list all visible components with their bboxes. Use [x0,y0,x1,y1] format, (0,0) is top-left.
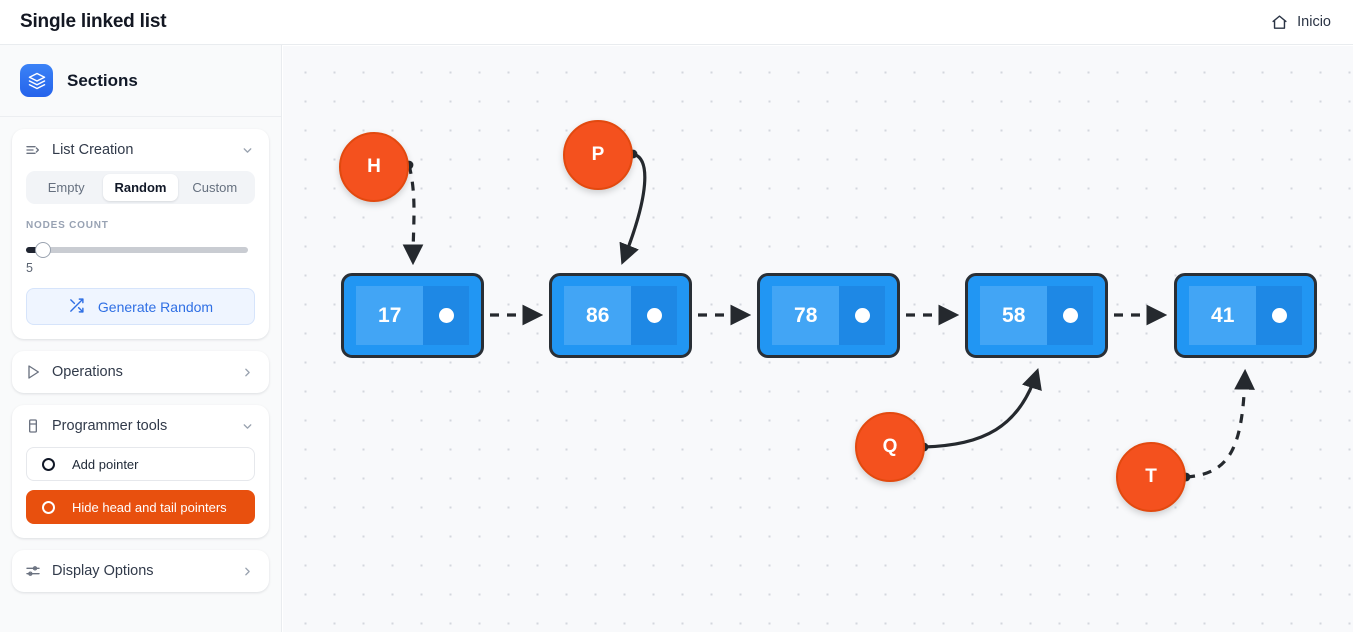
panel-header-programmer-tools[interactable]: Programmer tools [12,405,269,447]
chevron-down-icon[interactable] [241,144,254,157]
home-link[interactable]: Inicio [1271,14,1331,31]
add-pointer-button[interactable]: Add pointer [26,447,255,481]
node-inner: 58 [980,286,1093,345]
slider-thumb[interactable] [35,242,51,258]
page-title: Single linked list [20,11,167,32]
creation-mode-segmented: Empty Random Custom [26,171,255,204]
chevron-right-icon[interactable] [241,366,254,379]
home-link-label: Inicio [1297,14,1331,30]
node-inner: 17 [356,286,469,345]
segment-custom[interactable]: Custom [192,180,238,195]
node-inner: 78 [772,286,885,345]
pointer-node-p[interactable]: P [563,120,633,190]
slider-track [26,247,248,253]
circle-icon [42,457,55,471]
pointer-node-q[interactable]: Q [855,412,925,482]
panel-title-programmer-tools: Programmer tools [52,418,168,434]
node-inner: 41 [1189,286,1302,345]
sidebar-brand: Sections [0,45,281,117]
hide-head-tail-pointers-label: Hide head and tail pointers [72,499,227,515]
pointer-dot-icon [646,308,662,323]
pointer-edge-Q [919,368,1042,452]
list-arrow-icon [25,142,41,158]
layers-icon [20,64,53,97]
pointer-dot-icon [1271,308,1287,323]
panel-header-operations[interactable]: Operations [12,351,269,393]
home-icon [1271,14,1288,31]
play-icon [25,364,41,380]
list-node[interactable]: 58 [965,273,1108,358]
panel-title-display-options: Display Options [52,563,154,579]
sliders-icon [25,563,41,579]
panel-programmer-tools: Programmer tools Add pointer Hide head a… [12,405,269,538]
node-inner: 86 [564,286,677,345]
edges-layer [402,149,1255,482]
nodes-count-label: NODES COUNT [26,220,109,231]
panel-body-list-creation: Empty Random Custom NODES COUNT 5 [12,171,269,339]
panel-title-operations: Operations [52,364,123,380]
node-value: 41 [1189,286,1257,345]
sidebar-brand-title: Sections [67,70,138,90]
pointer-node-h[interactable]: H [339,132,409,202]
panel-display-options: Display Options [12,550,269,592]
shuffle-icon [68,297,85,317]
pointer-edge-T [1181,368,1255,482]
list-node[interactable]: 86 [549,273,692,358]
pointer-dot-icon [1062,308,1078,323]
slider-fill [26,247,40,253]
pointer-dot-icon [854,308,870,323]
list-node[interactable]: 41 [1174,273,1317,358]
chevron-right-icon[interactable] [241,565,254,578]
panel-header-display-options[interactable]: Display Options [12,550,269,592]
panel-title-list-creation: List Creation [52,142,134,158]
nodes-count-slider[interactable] [26,242,255,258]
top-bar: Single linked list Inicio [0,0,1353,45]
pointer-node-t[interactable]: T [1116,442,1186,512]
add-pointer-label: Add pointer [72,456,139,472]
node-value: 17 [356,286,424,345]
chevron-down-icon[interactable] [241,420,254,433]
node-pointer-cell [1256,286,1302,345]
panel-list-creation: List Creation Empty Random Custom NODES … [12,129,269,339]
node-pointer-cell [631,286,677,345]
generate-random-button[interactable]: Generate Random [26,288,255,325]
node-value: 86 [564,286,632,345]
panel-operations: Operations [12,351,269,393]
hide-head-tail-pointers-button[interactable]: Hide head and tail pointers [26,490,255,524]
panel-body-programmer-tools: Add pointer Hide head and tail pointers [12,447,269,538]
nodes-count-value: 5 [26,261,33,275]
diagram-canvas[interactable]: 17 86 78 58 41 [283,46,1353,632]
list-node[interactable]: 78 [757,273,900,358]
tool-icon [25,418,41,434]
panel-header-list-creation[interactable]: List Creation [12,129,269,171]
generate-random-label: Generate Random [97,298,214,315]
sidebar: Sections List Creation Empty Random [0,45,282,632]
list-node[interactable]: 17 [341,273,484,358]
segment-random[interactable]: Random [103,174,178,201]
node-pointer-cell [423,286,469,345]
segment-empty[interactable]: Empty [47,180,85,195]
node-pointer-cell [1047,286,1093,345]
node-value: 58 [980,286,1048,345]
node-pointer-cell [839,286,885,345]
node-value: 78 [772,286,840,345]
circle-icon [42,500,55,514]
pointer-dot-icon [438,308,454,323]
